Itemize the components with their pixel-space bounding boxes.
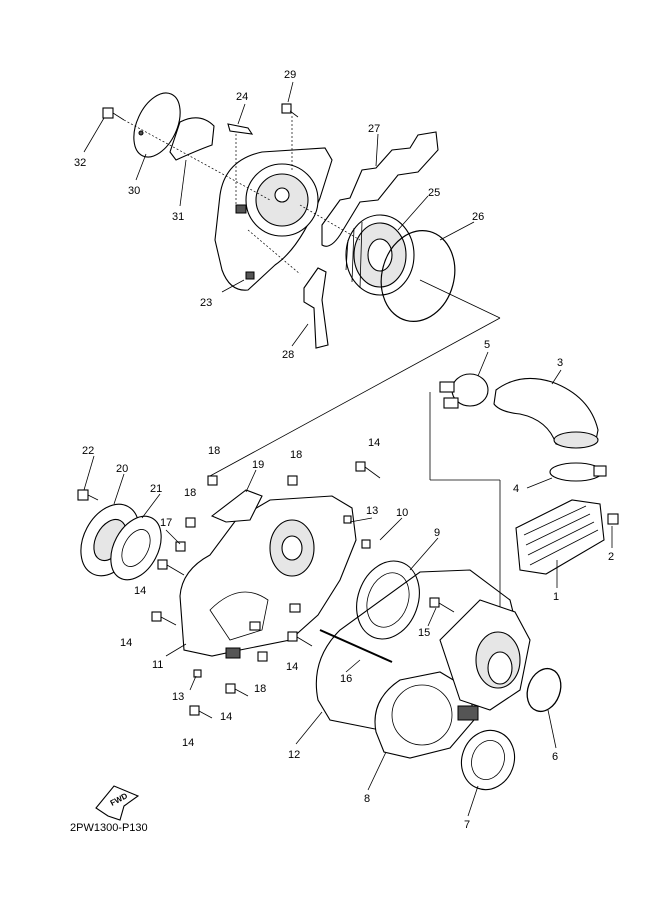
element-1 <box>515 499 605 575</box>
callout-24: 24 <box>236 91 248 103</box>
callout-21: 21 <box>150 483 162 495</box>
callout-31: 31 <box>172 211 184 223</box>
screw-32 <box>102 107 125 121</box>
callout-14-left-lower: 14 <box>120 637 132 649</box>
o-ring-6 <box>526 667 562 713</box>
callout-leaders <box>83 81 613 817</box>
callout-27: 27 <box>368 123 380 135</box>
callout-1: 1 <box>553 591 559 603</box>
callout-14-top: 14 <box>368 437 380 449</box>
callout-28: 28 <box>282 349 294 361</box>
gasket-9 <box>356 560 420 640</box>
callout-15: 15 <box>418 627 430 639</box>
clamp-5 <box>439 373 489 409</box>
crankcase-cover-11 <box>179 495 357 659</box>
callout-23: 23 <box>200 297 212 309</box>
cap-30 <box>133 92 181 158</box>
callout-25: 25 <box>428 187 440 199</box>
callout-2: 2 <box>608 551 614 563</box>
o-ring-26 <box>380 230 456 322</box>
callout-14-center: 14 <box>286 661 298 673</box>
crankcase-cover-right <box>439 599 531 721</box>
clamp-4 <box>549 462 607 482</box>
callout-18-top-left: 18 <box>208 445 220 457</box>
bolt-29 <box>281 103 299 118</box>
callout-4: 4 <box>513 483 519 495</box>
callout-29: 29 <box>284 69 296 81</box>
callout-18-bottom: 18 <box>254 683 266 695</box>
callout-14-bottom: 14 <box>182 737 194 749</box>
callout-30: 30 <box>128 185 140 197</box>
callout-17: 17 <box>160 517 172 529</box>
callout-13-lower: 13 <box>172 691 184 703</box>
cover-8 <box>374 671 475 759</box>
fan-shroud-23 <box>214 147 333 291</box>
callout-12: 12 <box>288 749 300 761</box>
callout-22: 22 <box>82 445 94 457</box>
callout-20: 20 <box>116 463 128 475</box>
stud-16 <box>319 629 393 663</box>
callout-11: 11 <box>152 659 163 671</box>
diagram-reference-code: 2PW1300-P130 <box>70 822 148 834</box>
callout-14-mid: 14 <box>220 711 232 723</box>
guide-28 <box>303 267 329 349</box>
fwd-arrow-icon: FWD <box>95 785 140 821</box>
callout-18-top-right: 18 <box>290 449 302 461</box>
callout-32: 32 <box>74 157 86 169</box>
callout-7: 7 <box>464 819 470 831</box>
callout-26: 26 <box>472 211 484 223</box>
callout-6: 6 <box>552 751 558 763</box>
cap-7 <box>460 729 516 791</box>
cover-27 <box>321 131 439 247</box>
damper-31 <box>169 117 215 161</box>
callout-14-left-upper: 14 <box>134 585 146 597</box>
callout-8: 8 <box>364 793 370 805</box>
bolts-group <box>77 461 455 719</box>
callout-labels: 1 2 3 4 5 6 7 8 9 10 11 12 13 13 14 14 1… <box>74 69 614 831</box>
callout-10: 10 <box>396 507 408 519</box>
callout-5: 5 <box>484 339 490 351</box>
screw-2 <box>607 513 619 525</box>
callout-9: 9 <box>434 527 440 539</box>
callout-13-upper: 13 <box>366 505 378 517</box>
intake-assembly <box>429 373 619 615</box>
callout-16: 16 <box>340 673 352 685</box>
plate-21 <box>110 515 162 581</box>
callout-3: 3 <box>557 357 563 369</box>
shroud-assembly <box>102 92 456 349</box>
bracket-19 <box>210 489 263 523</box>
bracket-24 <box>227 123 254 135</box>
callout-19: 19 <box>252 459 264 471</box>
filter-25 <box>345 214 415 296</box>
callout-18-left: 18 <box>184 487 196 499</box>
